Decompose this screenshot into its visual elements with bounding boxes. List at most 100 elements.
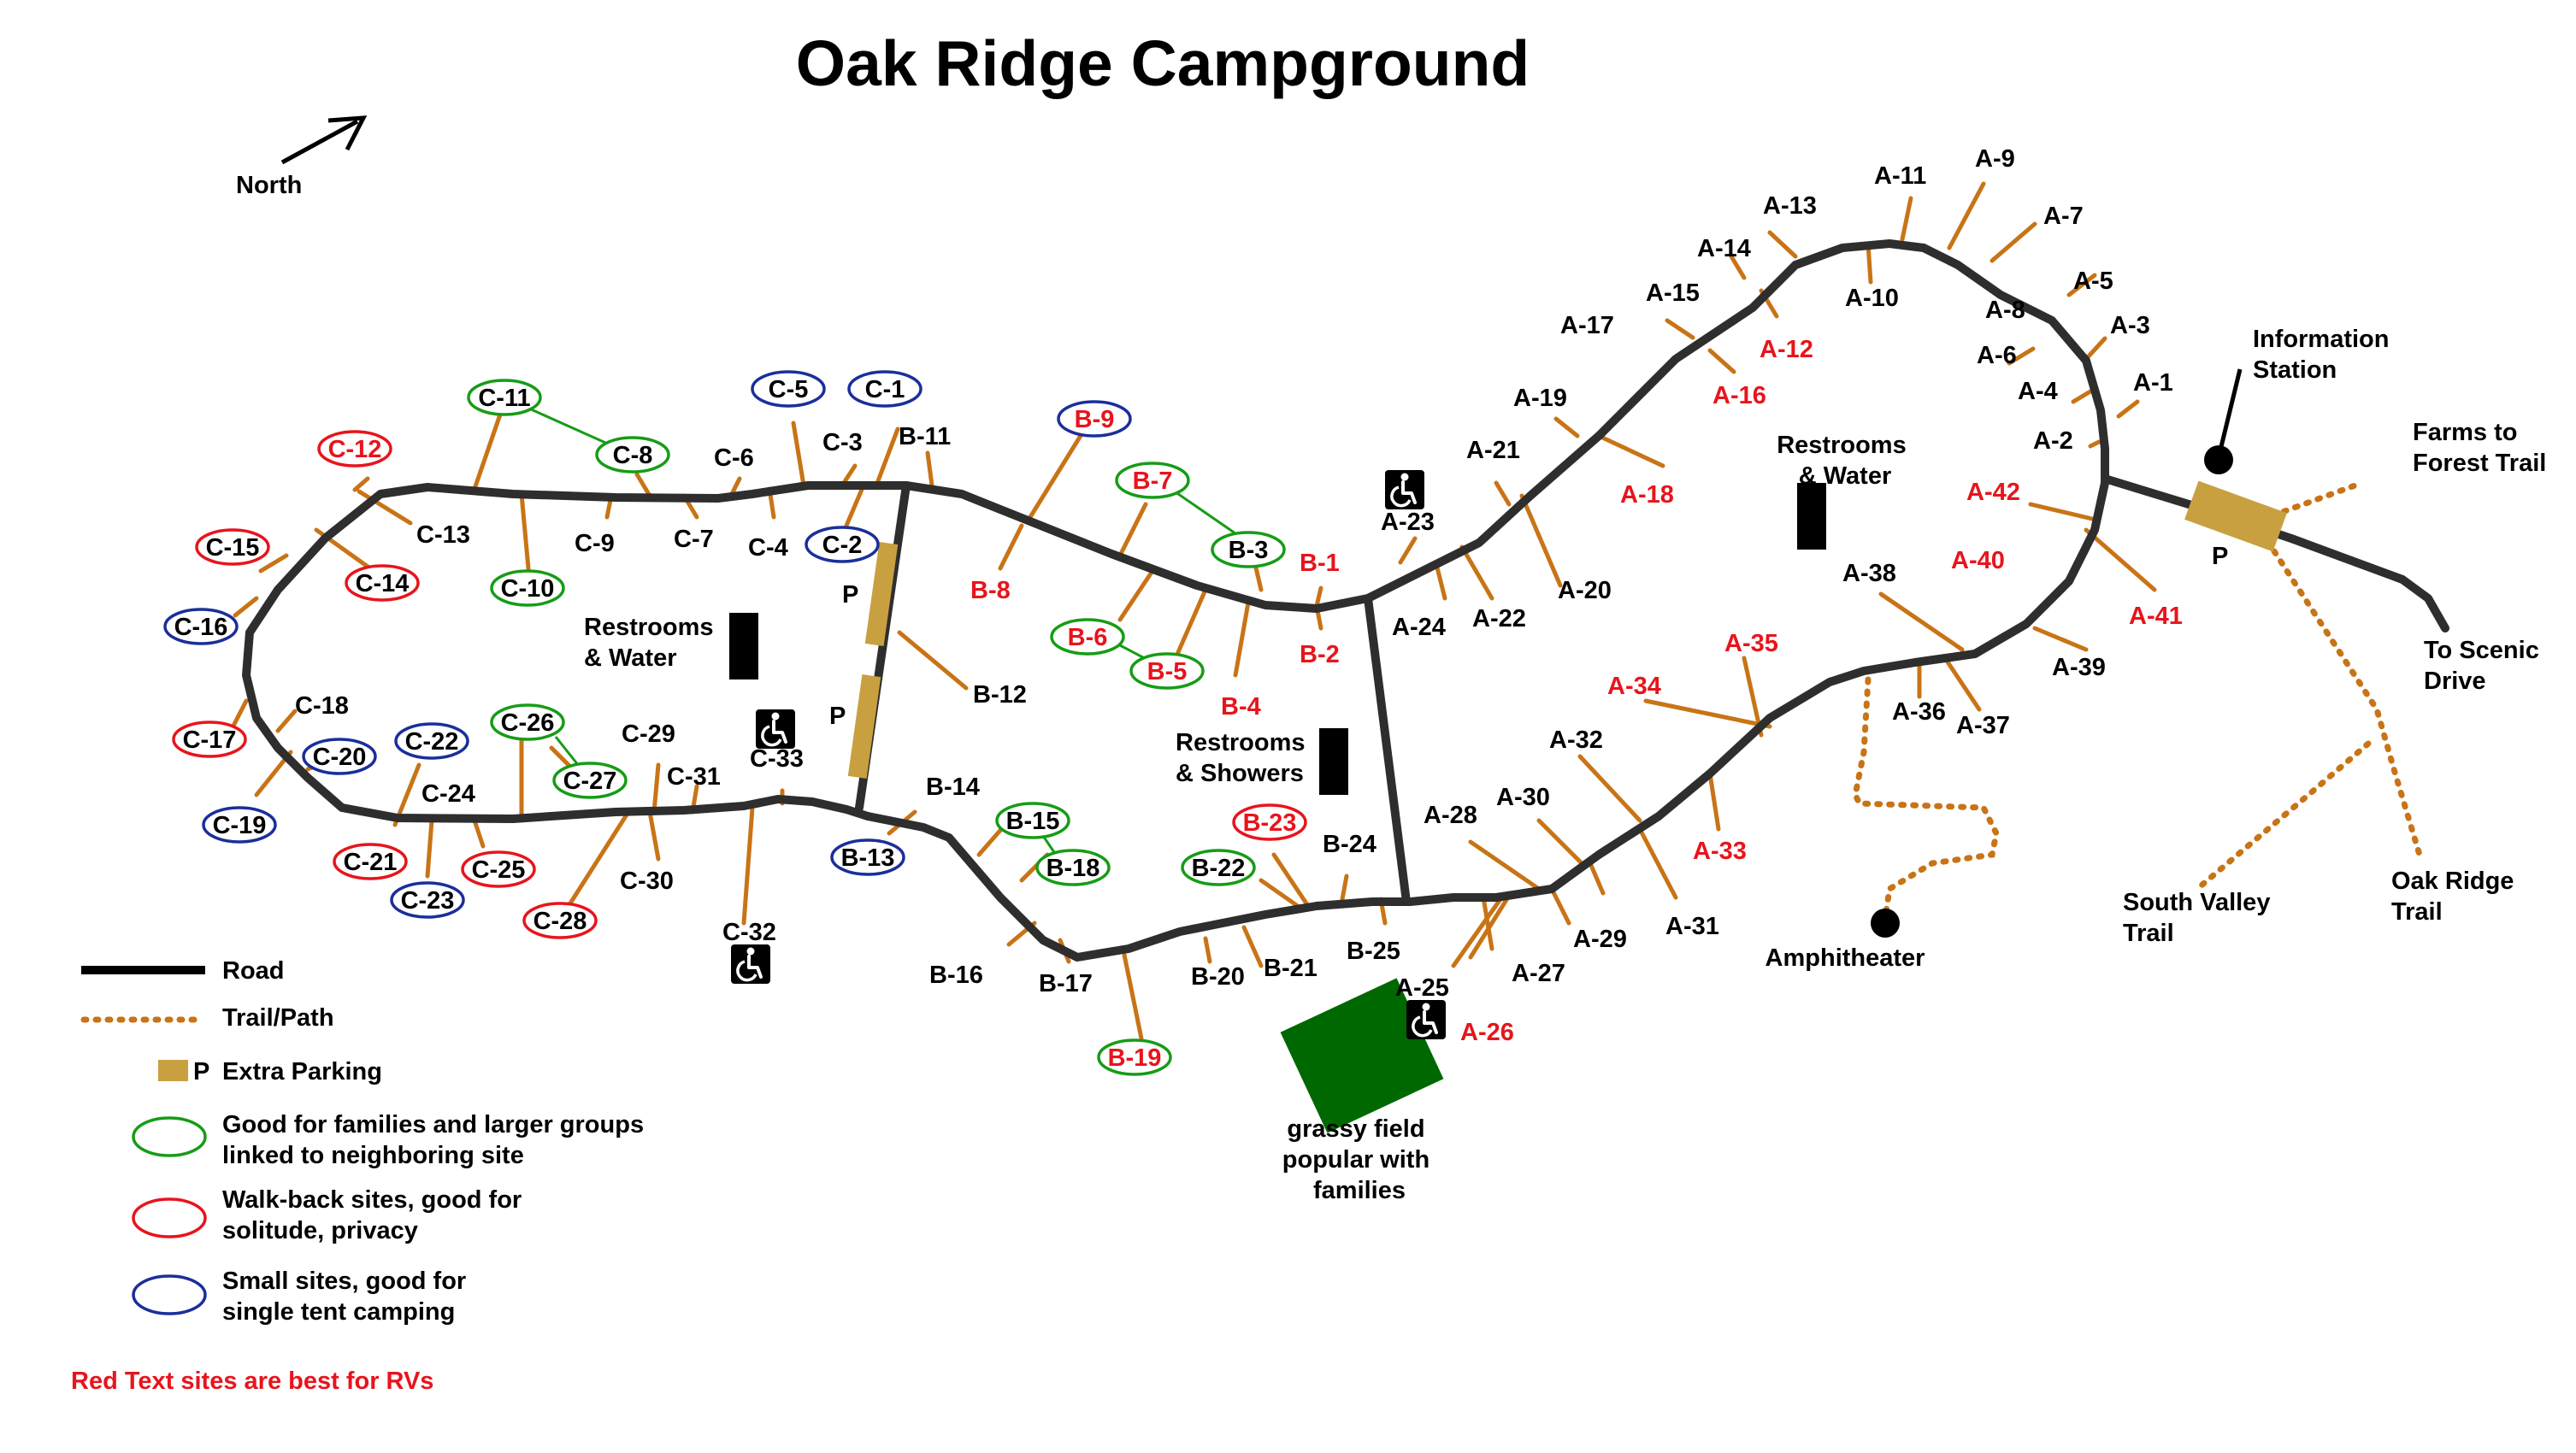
site-label[interactable]: C-11 bbox=[478, 385, 530, 412]
site-label[interactable]: C-32 bbox=[722, 919, 776, 946]
site-label[interactable]: B-16 bbox=[929, 962, 983, 989]
site-label[interactable]: A-36 bbox=[1892, 698, 1946, 726]
site-label[interactable]: C-1 bbox=[865, 376, 905, 403]
site-label[interactable]: A-7 bbox=[2043, 203, 2084, 230]
site-label[interactable]: B-1 bbox=[1300, 550, 1340, 577]
site-label[interactable]: A-17 bbox=[1560, 312, 1614, 339]
site-label[interactable]: C-29 bbox=[622, 721, 675, 748]
site-label[interactable]: B-13 bbox=[841, 844, 895, 872]
site-label[interactable]: C-4 bbox=[748, 534, 788, 562]
site-label[interactable]: A-28 bbox=[1424, 802, 1477, 829]
site-label[interactable]: C-10 bbox=[501, 575, 555, 603]
site-label[interactable]: B-22 bbox=[1192, 855, 1246, 882]
site-label[interactable]: A-30 bbox=[1496, 784, 1550, 811]
site-label[interactable]: C-13 bbox=[416, 521, 470, 549]
site-label[interactable]: C-19 bbox=[213, 812, 267, 839]
site-label[interactable]: C-31 bbox=[667, 763, 721, 791]
site-label[interactable]: A-41 bbox=[2129, 603, 2183, 630]
site-label[interactable]: C-16 bbox=[174, 614, 228, 641]
site-label[interactable]: A-8 bbox=[1985, 297, 2025, 324]
amphitheater-label[interactable]: Amphitheater bbox=[1765, 944, 1925, 972]
site-label[interactable]: A-10 bbox=[1845, 285, 1899, 312]
site-label[interactable]: C-8 bbox=[613, 442, 653, 469]
site-label[interactable]: A-21 bbox=[1466, 437, 1520, 464]
site-label[interactable]: A-31 bbox=[1665, 913, 1719, 940]
site-label[interactable]: C-12 bbox=[328, 436, 382, 463]
site-label[interactable]: A-42 bbox=[1966, 479, 2020, 506]
restrooms-water-a-label[interactable]: Restrooms & Water bbox=[1777, 432, 1913, 490]
site-label[interactable]: A-3 bbox=[2110, 312, 2150, 339]
site-label[interactable]: B-11 bbox=[899, 423, 951, 450]
site-label[interactable]: A-16 bbox=[1712, 382, 1766, 409]
site-label[interactable]: A-9 bbox=[1975, 145, 2015, 173]
site-label[interactable]: C-30 bbox=[620, 868, 674, 895]
site-label[interactable]: C-3 bbox=[822, 429, 863, 456]
site-label[interactable]: A-12 bbox=[1760, 336, 1813, 363]
site-label[interactable]: C-9 bbox=[575, 530, 615, 557]
site-label[interactable]: C-24 bbox=[421, 780, 475, 808]
site-label[interactable]: A-19 bbox=[1513, 385, 1567, 412]
site-label[interactable]: A-14 bbox=[1697, 235, 1751, 262]
site-label[interactable]: A-27 bbox=[1512, 960, 1565, 987]
site-label[interactable]: A-34 bbox=[1607, 673, 1661, 700]
site-label[interactable]: A-25 bbox=[1395, 974, 1449, 1002]
site-label[interactable]: A-33 bbox=[1693, 838, 1747, 865]
south-valley-trail-label[interactable]: South Valley Trail bbox=[2123, 889, 2278, 947]
site-label[interactable]: A-5 bbox=[2073, 268, 2113, 295]
site-label[interactable]: C-33 bbox=[750, 745, 804, 773]
restrooms-showers-b-label[interactable]: Restrooms & Showers bbox=[1176, 729, 1312, 787]
site-label[interactable]: A-20 bbox=[1558, 577, 1612, 604]
site-label[interactable]: B-15 bbox=[1006, 808, 1060, 835]
site-label[interactable]: A-24 bbox=[1392, 614, 1446, 641]
site-label[interactable]: A-35 bbox=[1724, 630, 1778, 657]
site-label[interactable]: C-15 bbox=[206, 534, 260, 562]
site-label[interactable]: A-13 bbox=[1763, 192, 1817, 220]
grassy-field-label[interactable]: grassy field popular with families bbox=[1282, 1115, 1436, 1204]
site-label[interactable]: B-20 bbox=[1191, 963, 1245, 991]
site-label[interactable]: A-32 bbox=[1549, 726, 1603, 754]
site-label[interactable]: B-2 bbox=[1300, 641, 1340, 668]
site-label[interactable]: A-40 bbox=[1951, 547, 2005, 574]
site-label[interactable]: C-17 bbox=[183, 726, 237, 754]
site-label[interactable]: C-2 bbox=[822, 532, 863, 559]
restrooms-water-c-label[interactable]: Restrooms & Water bbox=[584, 614, 721, 672]
information-station-label[interactable]: Information Station bbox=[2253, 326, 2396, 384]
amphitheater-marker-icon[interactable] bbox=[1871, 909, 1900, 938]
site-label[interactable]: B-4 bbox=[1221, 693, 1261, 721]
site-label[interactable]: B-17 bbox=[1039, 970, 1093, 997]
information-marker-icon[interactable] bbox=[2204, 445, 2233, 474]
site-label[interactable]: B-6 bbox=[1068, 624, 1108, 651]
site-label[interactable]: A-6 bbox=[1977, 342, 2017, 369]
site-label[interactable]: A-2 bbox=[2033, 427, 2073, 455]
site-label[interactable]: A-11 bbox=[1874, 162, 1926, 190]
site-label[interactable]: B-3 bbox=[1229, 537, 1269, 564]
site-label[interactable]: A-4 bbox=[2018, 378, 2058, 405]
site-label[interactable]: A-23 bbox=[1381, 509, 1435, 536]
site-label[interactable]: C-27 bbox=[563, 768, 617, 795]
site-label[interactable]: A-29 bbox=[1573, 926, 1627, 953]
site-label[interactable]: B-12 bbox=[973, 681, 1027, 709]
site-label[interactable]: C-28 bbox=[533, 908, 587, 935]
site-label[interactable]: B-24 bbox=[1323, 831, 1376, 858]
site-label[interactable]: A-26 bbox=[1460, 1019, 1514, 1046]
site-label[interactable]: A-18 bbox=[1620, 481, 1674, 509]
site-label[interactable]: B-14 bbox=[926, 774, 980, 801]
site-label[interactable]: C-22 bbox=[405, 728, 459, 756]
site-label[interactable]: A-15 bbox=[1646, 279, 1700, 307]
site-label[interactable]: B-7 bbox=[1133, 468, 1173, 495]
site-label[interactable]: C-21 bbox=[344, 849, 398, 876]
site-label[interactable]: C-20 bbox=[313, 744, 367, 771]
site-label[interactable]: C-23 bbox=[401, 887, 455, 915]
site-label[interactable]: B-25 bbox=[1347, 938, 1400, 965]
site-label[interactable]: C-7 bbox=[674, 526, 714, 553]
site-label[interactable]: B-8 bbox=[970, 577, 1011, 604]
site-label[interactable]: C-18 bbox=[295, 692, 349, 720]
site-label[interactable]: C-6 bbox=[714, 444, 754, 472]
site-label[interactable]: B-21 bbox=[1264, 955, 1317, 982]
site-label[interactable]: A-39 bbox=[2052, 654, 2106, 681]
site-label[interactable]: C-25 bbox=[472, 856, 526, 884]
oak-ridge-trail-label[interactable]: Oak Ridge Trail bbox=[2391, 868, 2521, 926]
site-label[interactable]: B-5 bbox=[1147, 658, 1188, 685]
site-label[interactable]: B-9 bbox=[1075, 406, 1115, 433]
site-label[interactable]: B-23 bbox=[1243, 809, 1297, 837]
